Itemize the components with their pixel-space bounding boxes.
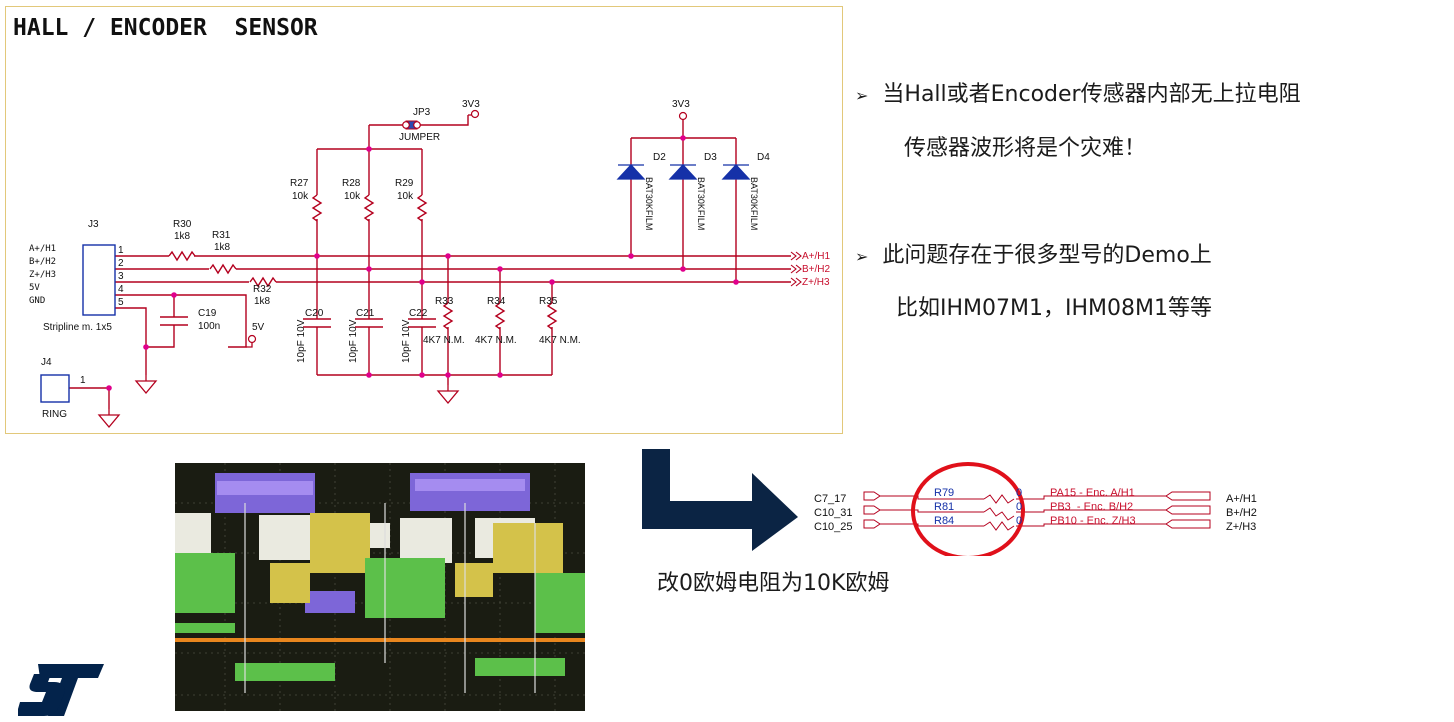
r31-value: 1k8 <box>214 242 231 253</box>
output-net-a: A+/H1 <box>802 251 831 262</box>
r29-ref: R29 <box>395 178 414 189</box>
fix-output-2: B+/H2 <box>1226 507 1257 519</box>
net-pb3: PB3 - Enc. B/H2 <box>1050 501 1133 513</box>
c19-value: 100n <box>198 321 220 332</box>
fix-output-1: A+/H1 <box>1226 493 1257 505</box>
net-pb10: PB10 - Enc. Z/H3 <box>1050 515 1136 527</box>
fix-input-2: C10_31 <box>814 507 853 519</box>
r28-value: 10k <box>344 191 361 202</box>
r27-value: 10k <box>292 191 309 202</box>
bullet-2-line-2: 比如IHM07M1，IHM08M1等等 <box>896 296 1212 321</box>
st-logo-icon <box>18 664 104 716</box>
bullet-1-line-1: ➢当Hall或者Encoder传感器内部无上拉电阻 <box>855 82 1301 107</box>
bullet-1-line-2: 传感器波形将是个灾难！ <box>904 136 1147 161</box>
d2-part: BAT30KFILM <box>644 177 654 230</box>
d4-ref: D4 <box>757 152 770 163</box>
bullet-marker-icon: ➢ <box>855 86 869 105</box>
net-pa15: PA15 - Enc. A/H1 <box>1050 487 1135 499</box>
schematic-title: HALL / ENCODER SENSOR <box>13 15 318 41</box>
r30-ref: R30 <box>173 219 192 230</box>
d3-part: BAT30KFILM <box>696 177 706 230</box>
output-net-b: B+/H2 <box>802 264 831 275</box>
oscilloscope-photo <box>175 463 585 711</box>
down-right-arrow-icon <box>642 449 798 551</box>
fix-input-3: C10_25 <box>814 521 853 533</box>
r35-ref: R35 <box>539 296 558 307</box>
c20-ref: C20 <box>305 308 324 319</box>
c19-ref: C19 <box>198 308 217 319</box>
j3-signal-2: B+/H2 <box>29 257 56 267</box>
hall-encoder-schematic: HALL / ENCODER SENSOR <box>5 6 843 434</box>
diode-supply: 3V3 <box>672 99 690 110</box>
r84-ref: R84 <box>934 515 954 527</box>
bullet-marker-icon: ➢ <box>855 247 869 266</box>
j3-signal-5: GND <box>29 296 45 306</box>
d2-ref: D2 <box>653 152 666 163</box>
j4-ref: J4 <box>41 357 52 368</box>
r81-value: 0 <box>1016 501 1022 513</box>
j3-pin-2: 2 <box>118 258 124 269</box>
c22-value: 10pF 10V <box>401 319 412 363</box>
fix-resistor-schematic: C7_17 C10_31 C10_25 A+/H1 B+/H2 Z+/H3 R7… <box>814 462 1257 556</box>
r33-value: 4K7 N.M. <box>423 335 465 346</box>
d3-ref: D3 <box>704 152 717 163</box>
r29-value: 10k <box>397 191 414 202</box>
r79-ref: R79 <box>934 487 954 499</box>
r33-ref: R33 <box>435 296 454 307</box>
jumper-ref: JP3 <box>413 107 431 118</box>
jumper-supply: 3V3 <box>462 99 480 110</box>
r32-ref: R32 <box>253 284 272 295</box>
r30-value: 1k8 <box>174 231 191 242</box>
c21-ref: C21 <box>356 308 375 319</box>
r34-ref: R34 <box>487 296 506 307</box>
fix-caption: 改0欧姆电阻为10K欧姆 <box>657 571 890 596</box>
r79-value: 0 <box>1016 487 1022 499</box>
j3-pin-4: 4 <box>118 284 124 295</box>
d4-part: BAT30KFILM <box>749 177 759 230</box>
j3-pin-5: 5 <box>118 297 124 308</box>
c22-ref: C22 <box>409 308 428 319</box>
j4-label: RING <box>42 409 67 420</box>
c20-value: 10pF 10V <box>296 319 307 363</box>
r32-value: 1k8 <box>254 296 271 307</box>
r81-ref: R81 <box>934 501 954 513</box>
r28-ref: R28 <box>342 178 361 189</box>
fix-output-3: Z+/H3 <box>1226 521 1256 533</box>
j3-desc: Stripline m. 1x5 <box>43 322 112 333</box>
j3-signal-4: 5V <box>29 283 40 293</box>
r34-value: 4K7 N.M. <box>475 335 517 346</box>
output-net-z: Z+/H3 <box>802 277 830 288</box>
r84-value: 0 <box>1016 515 1022 527</box>
r27-ref: R27 <box>290 178 309 189</box>
j4-pin: 1 <box>80 375 86 386</box>
j3-signal-1: A+/H1 <box>29 244 56 254</box>
j3-pin-1: 1 <box>118 245 124 256</box>
r31-ref: R31 <box>212 230 231 241</box>
r35-value: 4K7 N.M. <box>539 335 581 346</box>
bullet-2-line-1: ➢此问题存在于很多型号的Demo上 <box>855 243 1212 268</box>
jumper-label: JUMPER <box>399 132 440 143</box>
c21-value: 10pF 10V <box>348 319 359 363</box>
j3-signal-3: Z+/H3 <box>29 270 56 280</box>
j3-pin-3: 3 <box>118 271 124 282</box>
supply-5v: 5V <box>252 322 265 333</box>
fix-input-1: C7_17 <box>814 493 846 505</box>
j3-ref: J3 <box>88 219 99 230</box>
